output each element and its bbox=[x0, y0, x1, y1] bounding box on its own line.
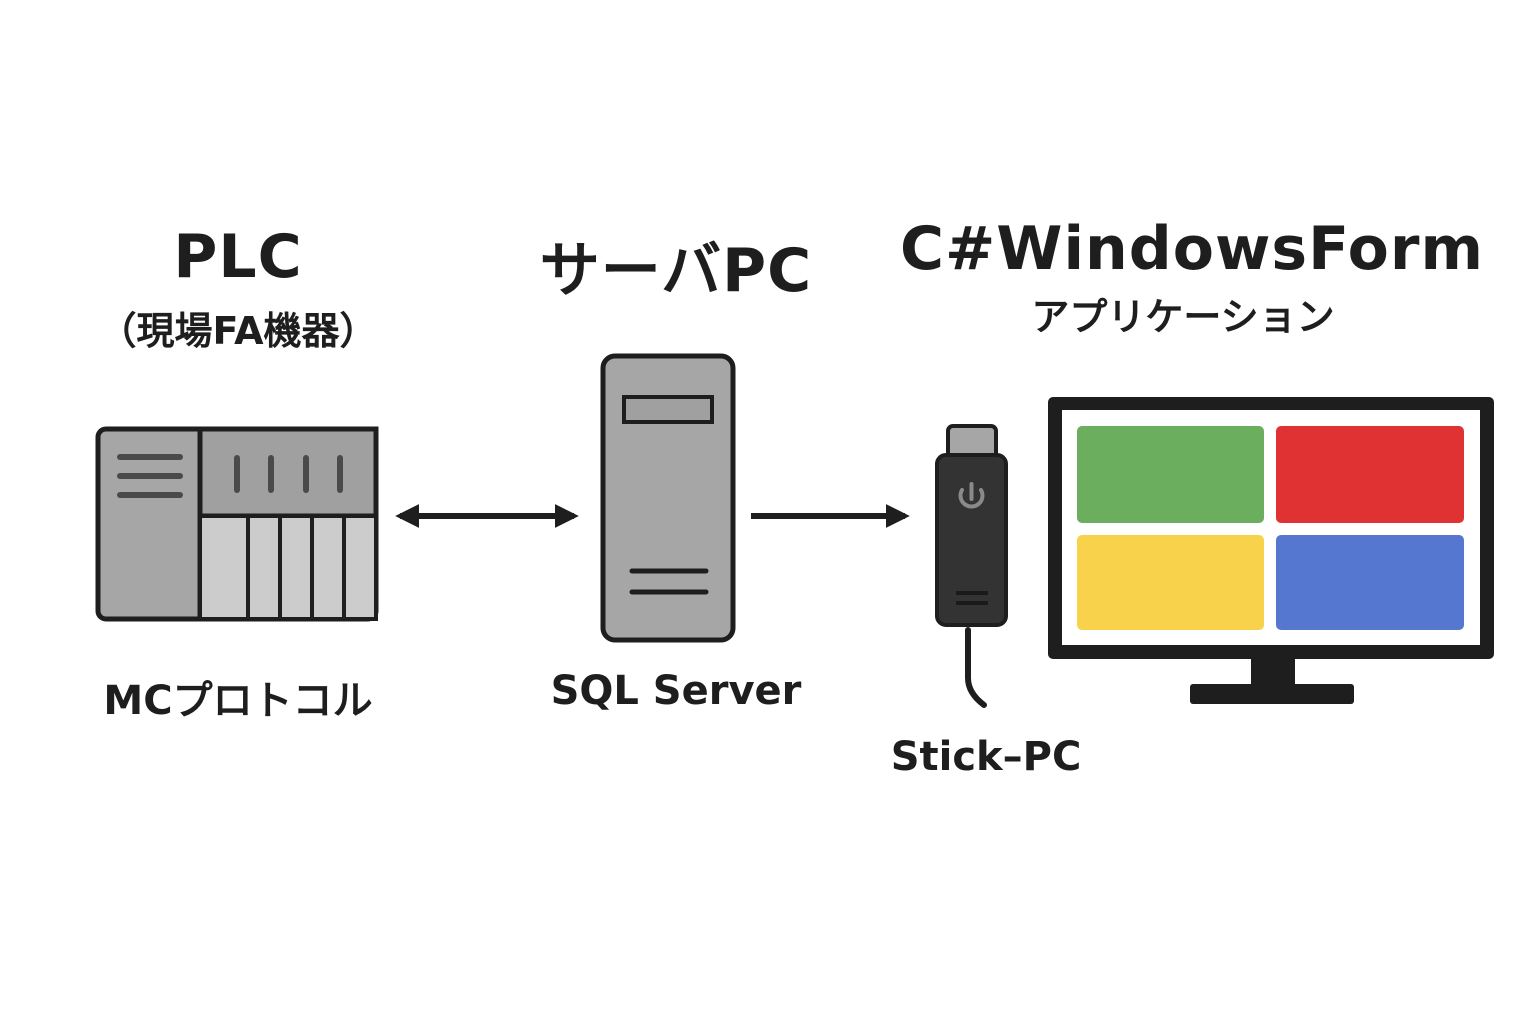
power-icon bbox=[958, 482, 985, 509]
server-db-label: SQL Server bbox=[550, 668, 802, 714]
monitor-neck bbox=[1251, 659, 1295, 686]
monitor-base bbox=[1190, 684, 1354, 704]
client-subtitle: アプリケーション bbox=[1031, 295, 1335, 339]
plc-vent-lines bbox=[117, 454, 183, 498]
plc-protocol-label: MCプロトコル bbox=[103, 678, 373, 724]
blue-panel bbox=[1276, 535, 1464, 630]
plc-title: PLC bbox=[173, 222, 303, 292]
plc-device-icon bbox=[95, 426, 379, 622]
monitor-icon bbox=[1048, 397, 1494, 704]
plc-subtitle: （現場FA機器） bbox=[98, 309, 378, 353]
stick-pc-icon bbox=[935, 424, 1008, 708]
server-title: サーバPC bbox=[539, 236, 813, 306]
stick-pc-label: Stick–PC bbox=[890, 734, 1082, 780]
server-tower-icon bbox=[600, 353, 736, 643]
green-panel bbox=[1077, 426, 1264, 523]
yellow-panel bbox=[1077, 535, 1264, 630]
client-title: C#WindowsForm bbox=[900, 214, 1484, 284]
red-panel bbox=[1276, 426, 1464, 523]
plc-indicator-lines bbox=[234, 455, 343, 493]
